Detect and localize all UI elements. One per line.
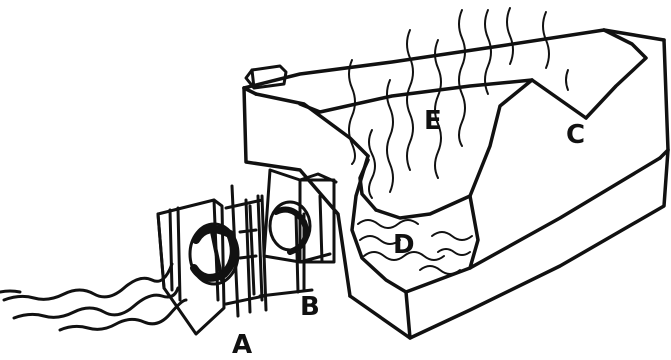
water-waves bbox=[358, 220, 472, 274]
label-b: B bbox=[300, 294, 320, 320]
drive-cables bbox=[0, 264, 186, 330]
label-a: A bbox=[232, 332, 252, 358]
inner-basin bbox=[352, 80, 532, 292]
label-e: E bbox=[424, 108, 442, 134]
vapor-lines bbox=[349, 8, 568, 198]
label-c: C bbox=[566, 122, 585, 148]
label-d: D bbox=[393, 232, 415, 258]
